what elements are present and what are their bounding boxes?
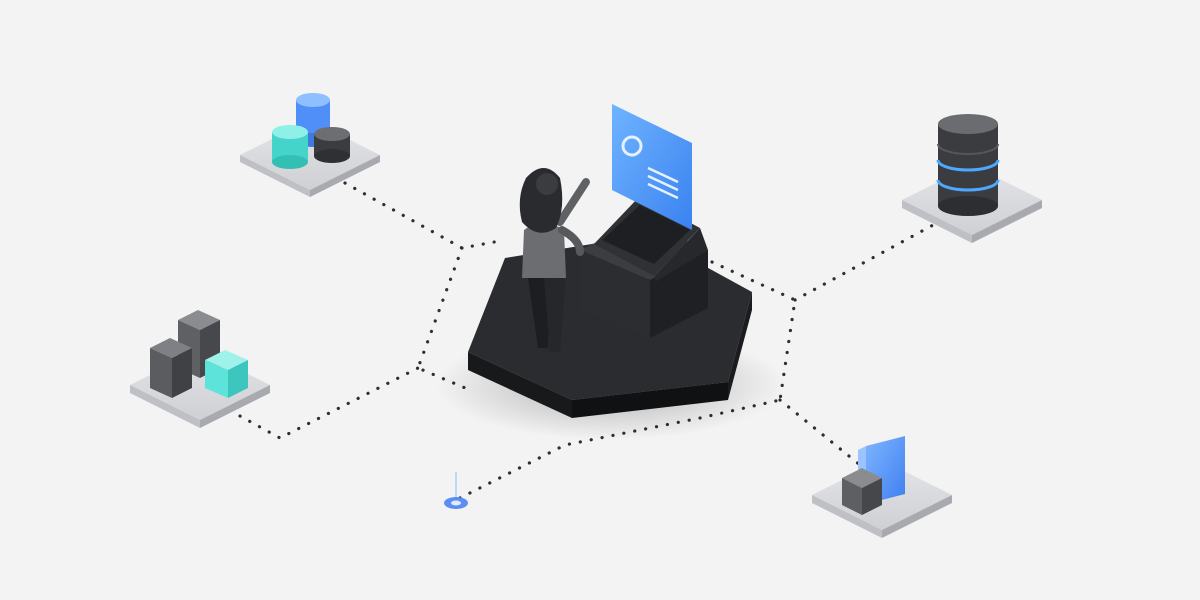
cylinders-icon xyxy=(272,93,350,169)
connector-top-left xyxy=(343,181,507,250)
hologram-screen xyxy=(612,104,692,230)
cubes-icon xyxy=(150,310,248,398)
database-tile xyxy=(902,114,1042,243)
database-icon xyxy=(936,114,1000,216)
connector-database xyxy=(793,222,937,302)
cylinders-tile xyxy=(240,93,380,197)
location-pin-icon xyxy=(444,472,468,509)
text-lines-icon xyxy=(647,166,679,200)
connector-cubes xyxy=(238,366,420,440)
cubes-tile xyxy=(130,310,270,428)
prism-tile xyxy=(812,436,952,538)
prism-icon xyxy=(842,436,905,515)
connector-prism xyxy=(778,398,862,467)
status-ring-icon xyxy=(621,135,643,157)
person-figure xyxy=(519,168,590,352)
